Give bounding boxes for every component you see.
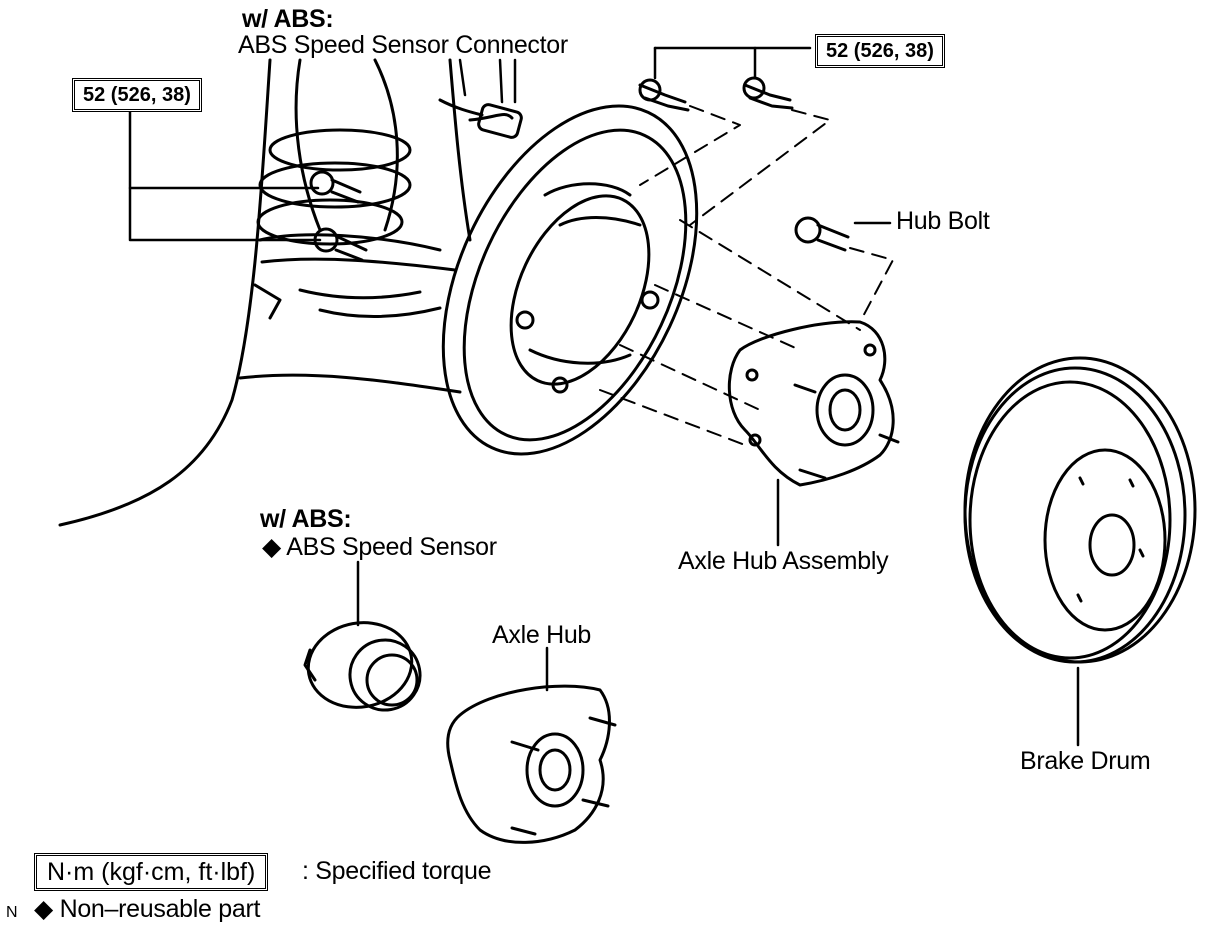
abs-connector-prefix: w/ ABS: xyxy=(242,5,334,33)
abs-speed-sensor-connector-label: ABS Speed Sensor Connector xyxy=(238,31,568,59)
bolt-pair-right xyxy=(638,76,794,112)
abs-speed-sensor-label: ◆ ABS Speed Sensor xyxy=(262,533,497,561)
brake-drum-label: Brake Drum xyxy=(1020,747,1151,775)
abs-sensor-part xyxy=(303,621,422,712)
axle-hub-part xyxy=(446,684,617,844)
leader-lines xyxy=(128,46,1080,747)
axle-hub-assembly-label: Axle Hub Assembly xyxy=(678,547,889,575)
alignment-lines xyxy=(599,105,894,446)
backing-plate xyxy=(441,104,699,456)
nonreusable-legend: ◆ Non–reusable part xyxy=(34,895,261,923)
corner-mark: N xyxy=(6,904,18,921)
suspension-assembly xyxy=(58,58,514,527)
hub-bolt-label: Hub Bolt xyxy=(896,207,990,235)
axle-hub-label: Axle Hub xyxy=(492,621,592,649)
torque-unit-legend: N·m (kgf·cm, ft·lbf) xyxy=(34,853,269,891)
abs-connector-part xyxy=(438,98,523,139)
brake-drum-part xyxy=(963,356,1197,664)
bolt-pair-left xyxy=(309,170,368,262)
torque-spec-left: 52 (526, 38) xyxy=(72,78,202,112)
torque-desc-legend: : Specified torque xyxy=(302,857,492,885)
hub-bolt-part xyxy=(794,216,850,252)
abs-sensor-prefix: w/ ABS: xyxy=(260,505,352,533)
torque-spec-right: 52 (526, 38) xyxy=(815,34,945,68)
axle-hub-assembly-part xyxy=(727,320,900,487)
